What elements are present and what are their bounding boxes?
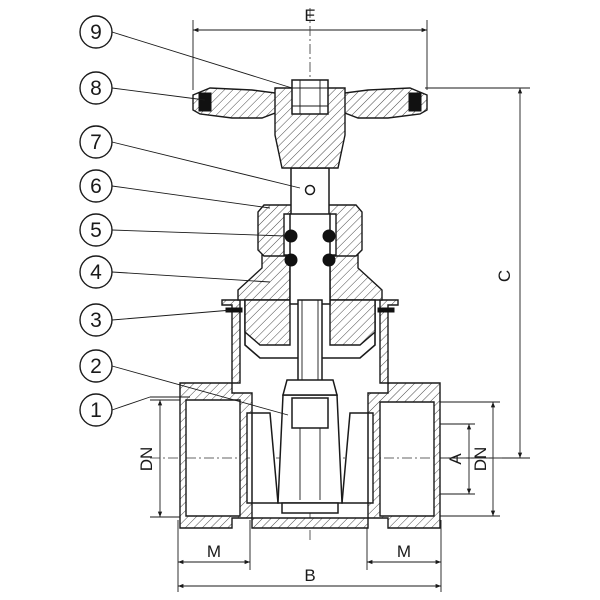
dim-label-m-right: M: [397, 542, 411, 561]
callout-1: 1: [79, 393, 113, 427]
callout-8: 8: [79, 71, 113, 105]
svg-text:9: 9: [90, 21, 102, 44]
svg-text:5: 5: [90, 219, 102, 242]
dim-label-m-left: M: [207, 542, 221, 561]
wedge: [277, 379, 343, 514]
stem: [289, 167, 331, 396]
callout-3: 3: [79, 303, 113, 337]
callout-5: 5: [79, 213, 113, 247]
handwheel: [192, 79, 428, 169]
svg-text:7: 7: [90, 131, 102, 154]
dim-label-e: E: [304, 6, 315, 25]
callout-9: 9: [79, 15, 113, 49]
svg-text:2: 2: [90, 355, 102, 378]
dim-label-a: A: [446, 453, 465, 465]
dim-label-dn-right: DN: [471, 447, 490, 472]
o-rings: [284, 229, 336, 267]
callout-6: 6: [79, 169, 113, 203]
callout-4: 4: [79, 255, 113, 289]
valve-body: [179, 299, 441, 529]
svg-text:3: 3: [90, 309, 102, 332]
dim-label-c: C: [495, 270, 514, 282]
svg-text:1: 1: [90, 399, 102, 422]
dim-label-b: B: [304, 566, 315, 585]
svg-text:4: 4: [90, 261, 102, 284]
callout-7: 7: [79, 125, 113, 159]
svg-text:8: 8: [90, 77, 102, 100]
dim-label-dn-left: DN: [137, 447, 156, 472]
leader-lines: [111, 31, 301, 416]
svg-text:6: 6: [90, 175, 102, 198]
callout-2: 2: [79, 349, 113, 383]
